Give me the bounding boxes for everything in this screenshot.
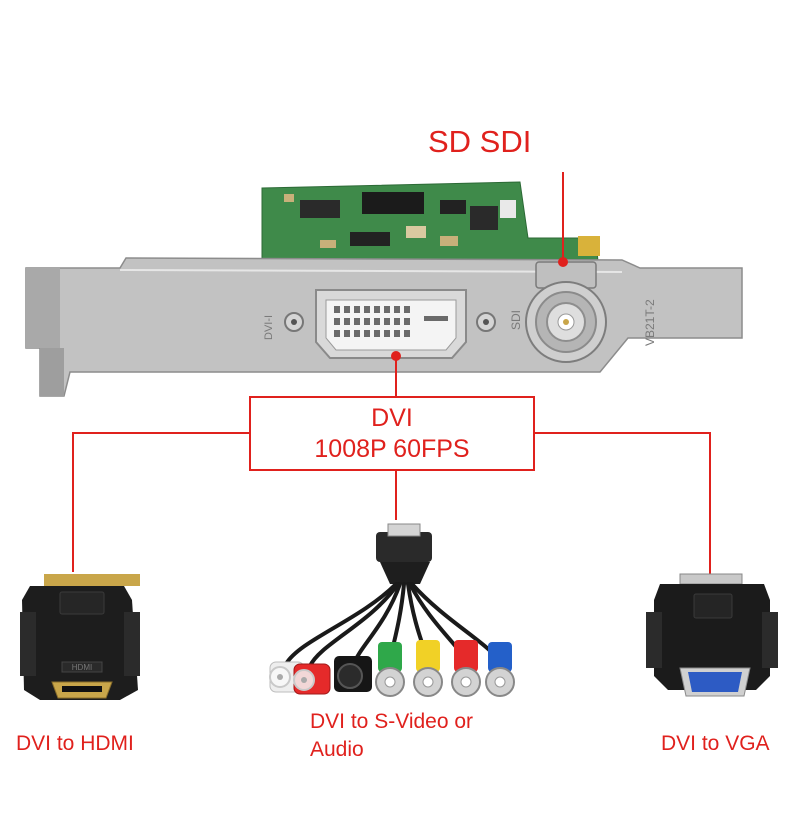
sd-sdi-label: SD SDI xyxy=(428,124,532,159)
dvi-pin xyxy=(384,330,390,337)
dvi-pin xyxy=(374,306,380,313)
hdmi-adapter-text: HDMI xyxy=(72,663,92,672)
dvi-pin xyxy=(364,306,370,313)
dvi-pin xyxy=(354,330,360,337)
dvi-to-hdmi-label: DVI to HDMI xyxy=(16,732,134,755)
dvi-to-vga-label: DVI to VGA xyxy=(661,732,770,755)
dvi-title: DVI xyxy=(371,404,413,432)
sdi-port-label: SDI xyxy=(509,310,523,330)
dvi-pin xyxy=(334,330,340,337)
dvi-to-svideo-line1: DVI to S-Video or xyxy=(310,710,474,733)
dvi-pin xyxy=(364,330,370,337)
dvi-pin xyxy=(344,330,350,337)
dvi-pin xyxy=(334,306,340,313)
model-label: VB21T-2 xyxy=(643,299,657,346)
dvi-to-vga-adapter xyxy=(646,573,778,697)
dvi-pin xyxy=(364,318,370,325)
callout-lines xyxy=(72,172,711,575)
dvi-to-svideo-label: DVI to S-Video or Audio xyxy=(310,708,510,764)
dvi-port xyxy=(315,289,467,359)
dvi-blade xyxy=(424,316,448,321)
dvi-pin xyxy=(404,330,410,337)
dvi-pin xyxy=(354,318,360,325)
dvi-pin xyxy=(394,306,400,313)
dvi-pin xyxy=(404,318,410,325)
sdi-bnc-connector xyxy=(525,261,607,363)
pcb-board xyxy=(261,181,600,263)
dvi-pin xyxy=(384,306,390,313)
dvi-pin xyxy=(344,318,350,325)
dvi-pin xyxy=(354,306,360,313)
dvi-to-hdmi-adapter: HDMI xyxy=(20,574,140,700)
dvi-port-label: DVI-I xyxy=(263,315,275,340)
dvi-pin xyxy=(344,306,350,313)
dvi-to-svideo-line2: Audio xyxy=(310,738,364,761)
dvi-spec-box: DVI 1008P 60FPS xyxy=(249,396,535,471)
dvi-pin xyxy=(404,306,410,313)
dvi-resolution: 1008P 60FPS xyxy=(314,435,470,463)
dvi-pin xyxy=(394,330,400,337)
dvi-breakout-cable xyxy=(269,523,515,697)
dvi-pin xyxy=(384,318,390,325)
dvi-pin xyxy=(394,318,400,325)
dvi-pin xyxy=(374,318,380,325)
dvi-pin xyxy=(334,318,340,325)
dvi-pin xyxy=(374,330,380,337)
